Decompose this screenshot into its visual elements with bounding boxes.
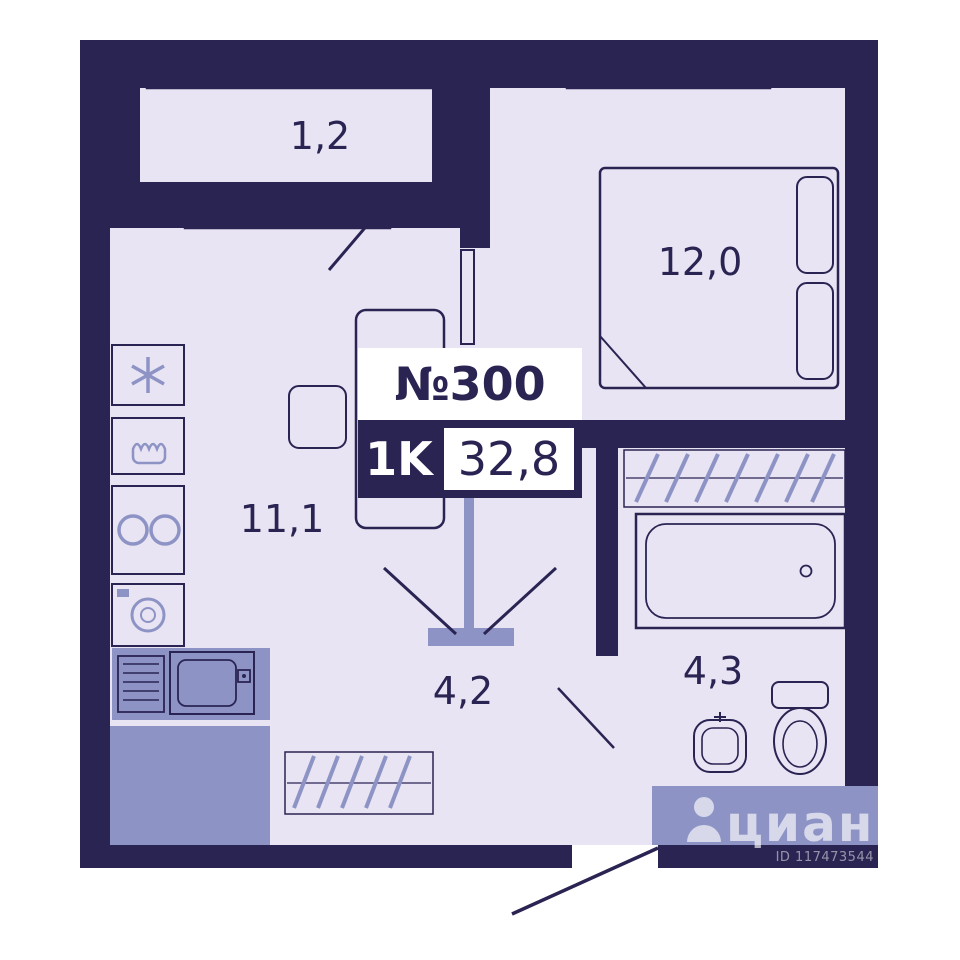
blanket-fold-line <box>599 335 647 389</box>
washer-panel <box>117 589 129 597</box>
bedroom-door-leaf <box>460 249 475 345</box>
swing-arrow-line <box>382 566 458 636</box>
faucet-icon <box>237 669 251 683</box>
hanger-hatch-icon <box>292 755 412 809</box>
badge-area-box <box>444 428 574 490</box>
bedroom-area-label: 12,0 <box>658 240 743 284</box>
watermark-id: ID 117473544 <box>776 850 874 865</box>
watermark-brand: циан <box>726 795 874 853</box>
stove <box>111 485 185 575</box>
toilet <box>771 681 829 775</box>
snowflake-icon <box>131 357 165 393</box>
wardrobe-hatch <box>623 449 846 508</box>
unit-badge: №300 1K 32,8 <box>358 348 582 498</box>
small-appliance <box>111 417 185 475</box>
entry-door-swing <box>382 498 558 646</box>
bedroom-window <box>565 44 772 90</box>
kitchen-area-label: 11,1 <box>240 497 325 541</box>
balcony-door-swing-line <box>327 201 389 271</box>
burner-icon <box>117 514 149 546</box>
fridge <box>111 344 185 406</box>
unit-type: 1K <box>365 432 435 486</box>
balcony-room <box>140 88 432 182</box>
swing-arrow-line <box>482 566 558 636</box>
balcony-window <box>145 44 434 90</box>
watermark: циан ID 117473544 <box>687 795 874 865</box>
pillow <box>796 176 834 274</box>
kitchen-sink <box>169 651 255 715</box>
kitchen-counter <box>112 648 270 720</box>
unit-number: №300 <box>394 357 545 411</box>
closet-hatch <box>284 751 434 815</box>
hanger-hatch-icon <box>634 453 836 503</box>
balcony-door-window <box>183 194 392 230</box>
person-icon <box>687 797 721 842</box>
toilet-bowl <box>773 707 827 775</box>
chair <box>288 385 347 449</box>
bathroom-door-swing-line <box>557 687 615 749</box>
pot-icon <box>131 442 167 465</box>
unit-area: 32,8 <box>458 432 560 486</box>
hallway-area-label: 4,2 <box>433 669 493 713</box>
bathroom-doorway <box>596 656 618 845</box>
wardrobe-block <box>110 726 270 845</box>
door-sill <box>428 628 514 646</box>
washer-drum-icon <box>130 597 166 633</box>
bathroom-sink <box>693 712 747 773</box>
balcony-area-label: 1,2 <box>290 114 350 158</box>
door-frame-line <box>464 498 474 630</box>
entrance-door-line <box>511 846 659 916</box>
drying-rack <box>117 655 165 713</box>
bathtub <box>634 512 847 630</box>
bed <box>598 166 840 390</box>
bathroom-area-label: 4,3 <box>683 649 743 693</box>
pillow <box>796 282 834 380</box>
washing-machine <box>111 583 185 647</box>
hallway-room <box>490 448 596 845</box>
burner-icon <box>149 514 181 546</box>
badge-number-box <box>358 348 582 420</box>
drain-icon <box>799 564 813 578</box>
